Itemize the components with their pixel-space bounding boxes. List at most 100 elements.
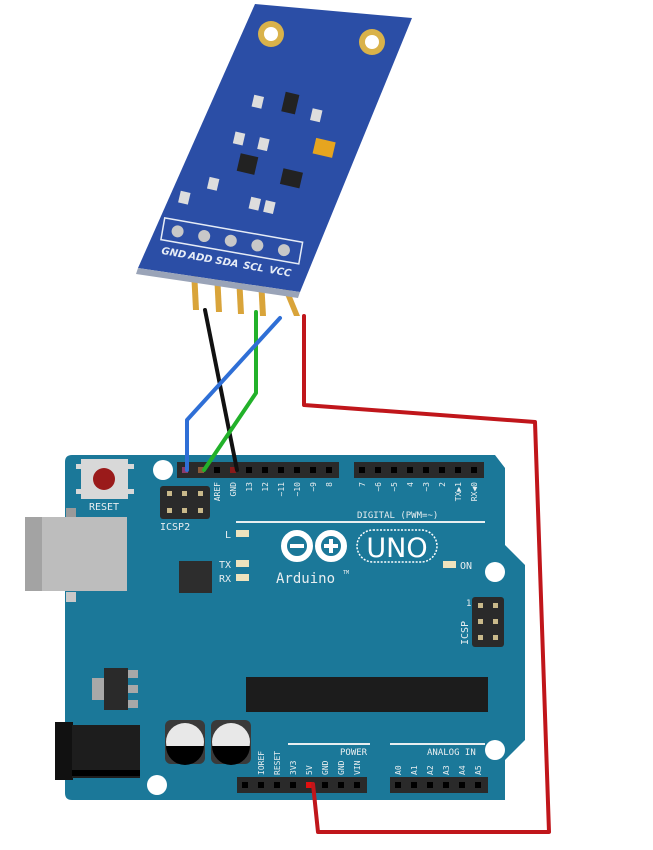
mount-hole-center (365, 35, 379, 49)
pin-label: 4 (406, 482, 415, 487)
pin-label: GND (229, 482, 238, 497)
pin-label: ~3 (422, 482, 431, 492)
led-tx (236, 560, 249, 567)
pin-label-sda: SDA (214, 255, 239, 270)
capacitor (211, 720, 251, 765)
usb-chip (179, 561, 212, 593)
model-name: UNO (366, 533, 427, 564)
pin-label: 5V (305, 765, 314, 775)
header-pin[interactable] (439, 467, 445, 473)
header-pin[interactable] (395, 782, 401, 788)
header-pin[interactable] (278, 467, 284, 473)
pin-label: 13 (245, 482, 254, 492)
minus-icon (290, 544, 304, 548)
led-l-label: L (225, 530, 231, 541)
analog-label: ANALOG IN (427, 748, 476, 758)
pin-outline (160, 217, 304, 265)
pin-label: RX◀0 (470, 482, 479, 501)
reset-button[interactable] (76, 459, 134, 499)
brand-name: Arduino (276, 571, 335, 587)
header-pin[interactable] (423, 467, 429, 473)
wire-vcc[interactable] (302, 314, 551, 834)
pin-label: 7 (358, 482, 367, 487)
wire-sda[interactable] (202, 310, 258, 472)
header-pin[interactable] (411, 782, 417, 788)
wire-scl[interactable] (185, 316, 282, 472)
pin-label: A5 (474, 765, 483, 775)
pin-label: A3 (442, 765, 451, 775)
header-pin[interactable] (294, 467, 300, 473)
power-label: POWER (340, 748, 368, 758)
module-components (178, 91, 336, 215)
header-pin[interactable] (427, 782, 433, 788)
header-pin[interactable] (459, 782, 465, 788)
header-pin[interactable] (338, 782, 344, 788)
led-on-label: ON (460, 561, 472, 572)
header-pin[interactable] (246, 467, 252, 473)
header-pin[interactable] (230, 467, 236, 473)
pin-label: A4 (458, 765, 467, 775)
analog-header (390, 777, 488, 793)
pin-label: IOREF (257, 751, 266, 775)
header-pin[interactable] (443, 782, 449, 788)
digital-label: DIGITAL (PWM=~) (357, 511, 438, 521)
pin-label: VIN (353, 760, 362, 775)
reset-label: RESET (89, 502, 119, 513)
pin-label: TX▶1 (454, 482, 463, 501)
mount-hole-center (264, 27, 278, 41)
pin-label: A2 (426, 765, 435, 775)
power-header (237, 777, 367, 793)
header-pin[interactable] (359, 467, 365, 473)
trademark: TM (343, 570, 349, 576)
icsp2-label: ICSP2 (160, 522, 190, 533)
header-pin[interactable] (471, 467, 477, 473)
pin-label: 2 (438, 482, 447, 487)
icsp-label: ICSP (460, 621, 471, 645)
header-pin[interactable] (274, 782, 280, 788)
icsp2-header (160, 486, 210, 519)
pin-label-gnd: GND (160, 246, 186, 261)
pin-label-vcc: VCC (268, 265, 293, 280)
wire-gnd[interactable] (203, 308, 239, 472)
pin-label: GND (337, 760, 346, 775)
pin-label: A1 (410, 765, 419, 775)
pin-label: ~5 (390, 482, 399, 492)
mount-hole (485, 740, 505, 760)
header-pin[interactable] (326, 467, 332, 473)
led-on (443, 561, 456, 568)
header-pin[interactable] (455, 467, 461, 473)
mount-hole (153, 460, 173, 480)
header-pin[interactable] (475, 782, 481, 788)
board-pcb (65, 455, 525, 800)
header-pin[interactable] (214, 467, 220, 473)
pin-label: 3V3 (289, 760, 298, 775)
header-pin[interactable] (306, 782, 312, 788)
pin-label: GND (321, 760, 330, 775)
pin-label-scl: SCL (242, 260, 265, 274)
header-pin[interactable] (375, 467, 381, 473)
led-l (236, 530, 249, 537)
header-pin[interactable] (242, 782, 248, 788)
header-pin[interactable] (290, 782, 296, 788)
pin-label: ~6 (374, 482, 383, 492)
header-pin[interactable] (322, 782, 328, 788)
arduino-uno-board: RESET (25, 455, 525, 800)
pin-label: AREF (213, 482, 222, 501)
header-pin[interactable] (407, 467, 413, 473)
header-pin[interactable] (198, 467, 204, 473)
header-pin[interactable] (258, 782, 264, 788)
bh1750-light-sensor-module: GND ADD SDA SCL VCC (136, 4, 412, 316)
header-pin[interactable] (354, 782, 360, 788)
header-pin[interactable] (310, 467, 316, 473)
header-pin[interactable] (262, 467, 268, 473)
pin-label: ~10 (293, 482, 302, 497)
pin-label: 12 (261, 482, 270, 492)
microcontroller-chip (246, 677, 488, 712)
pin-label: ~9 (309, 482, 318, 492)
header-pin[interactable] (391, 467, 397, 473)
capacitor (165, 720, 205, 765)
pin-label: ~11 (277, 482, 286, 497)
led-rx-label: RX (219, 574, 231, 585)
mount-hole (147, 775, 167, 795)
